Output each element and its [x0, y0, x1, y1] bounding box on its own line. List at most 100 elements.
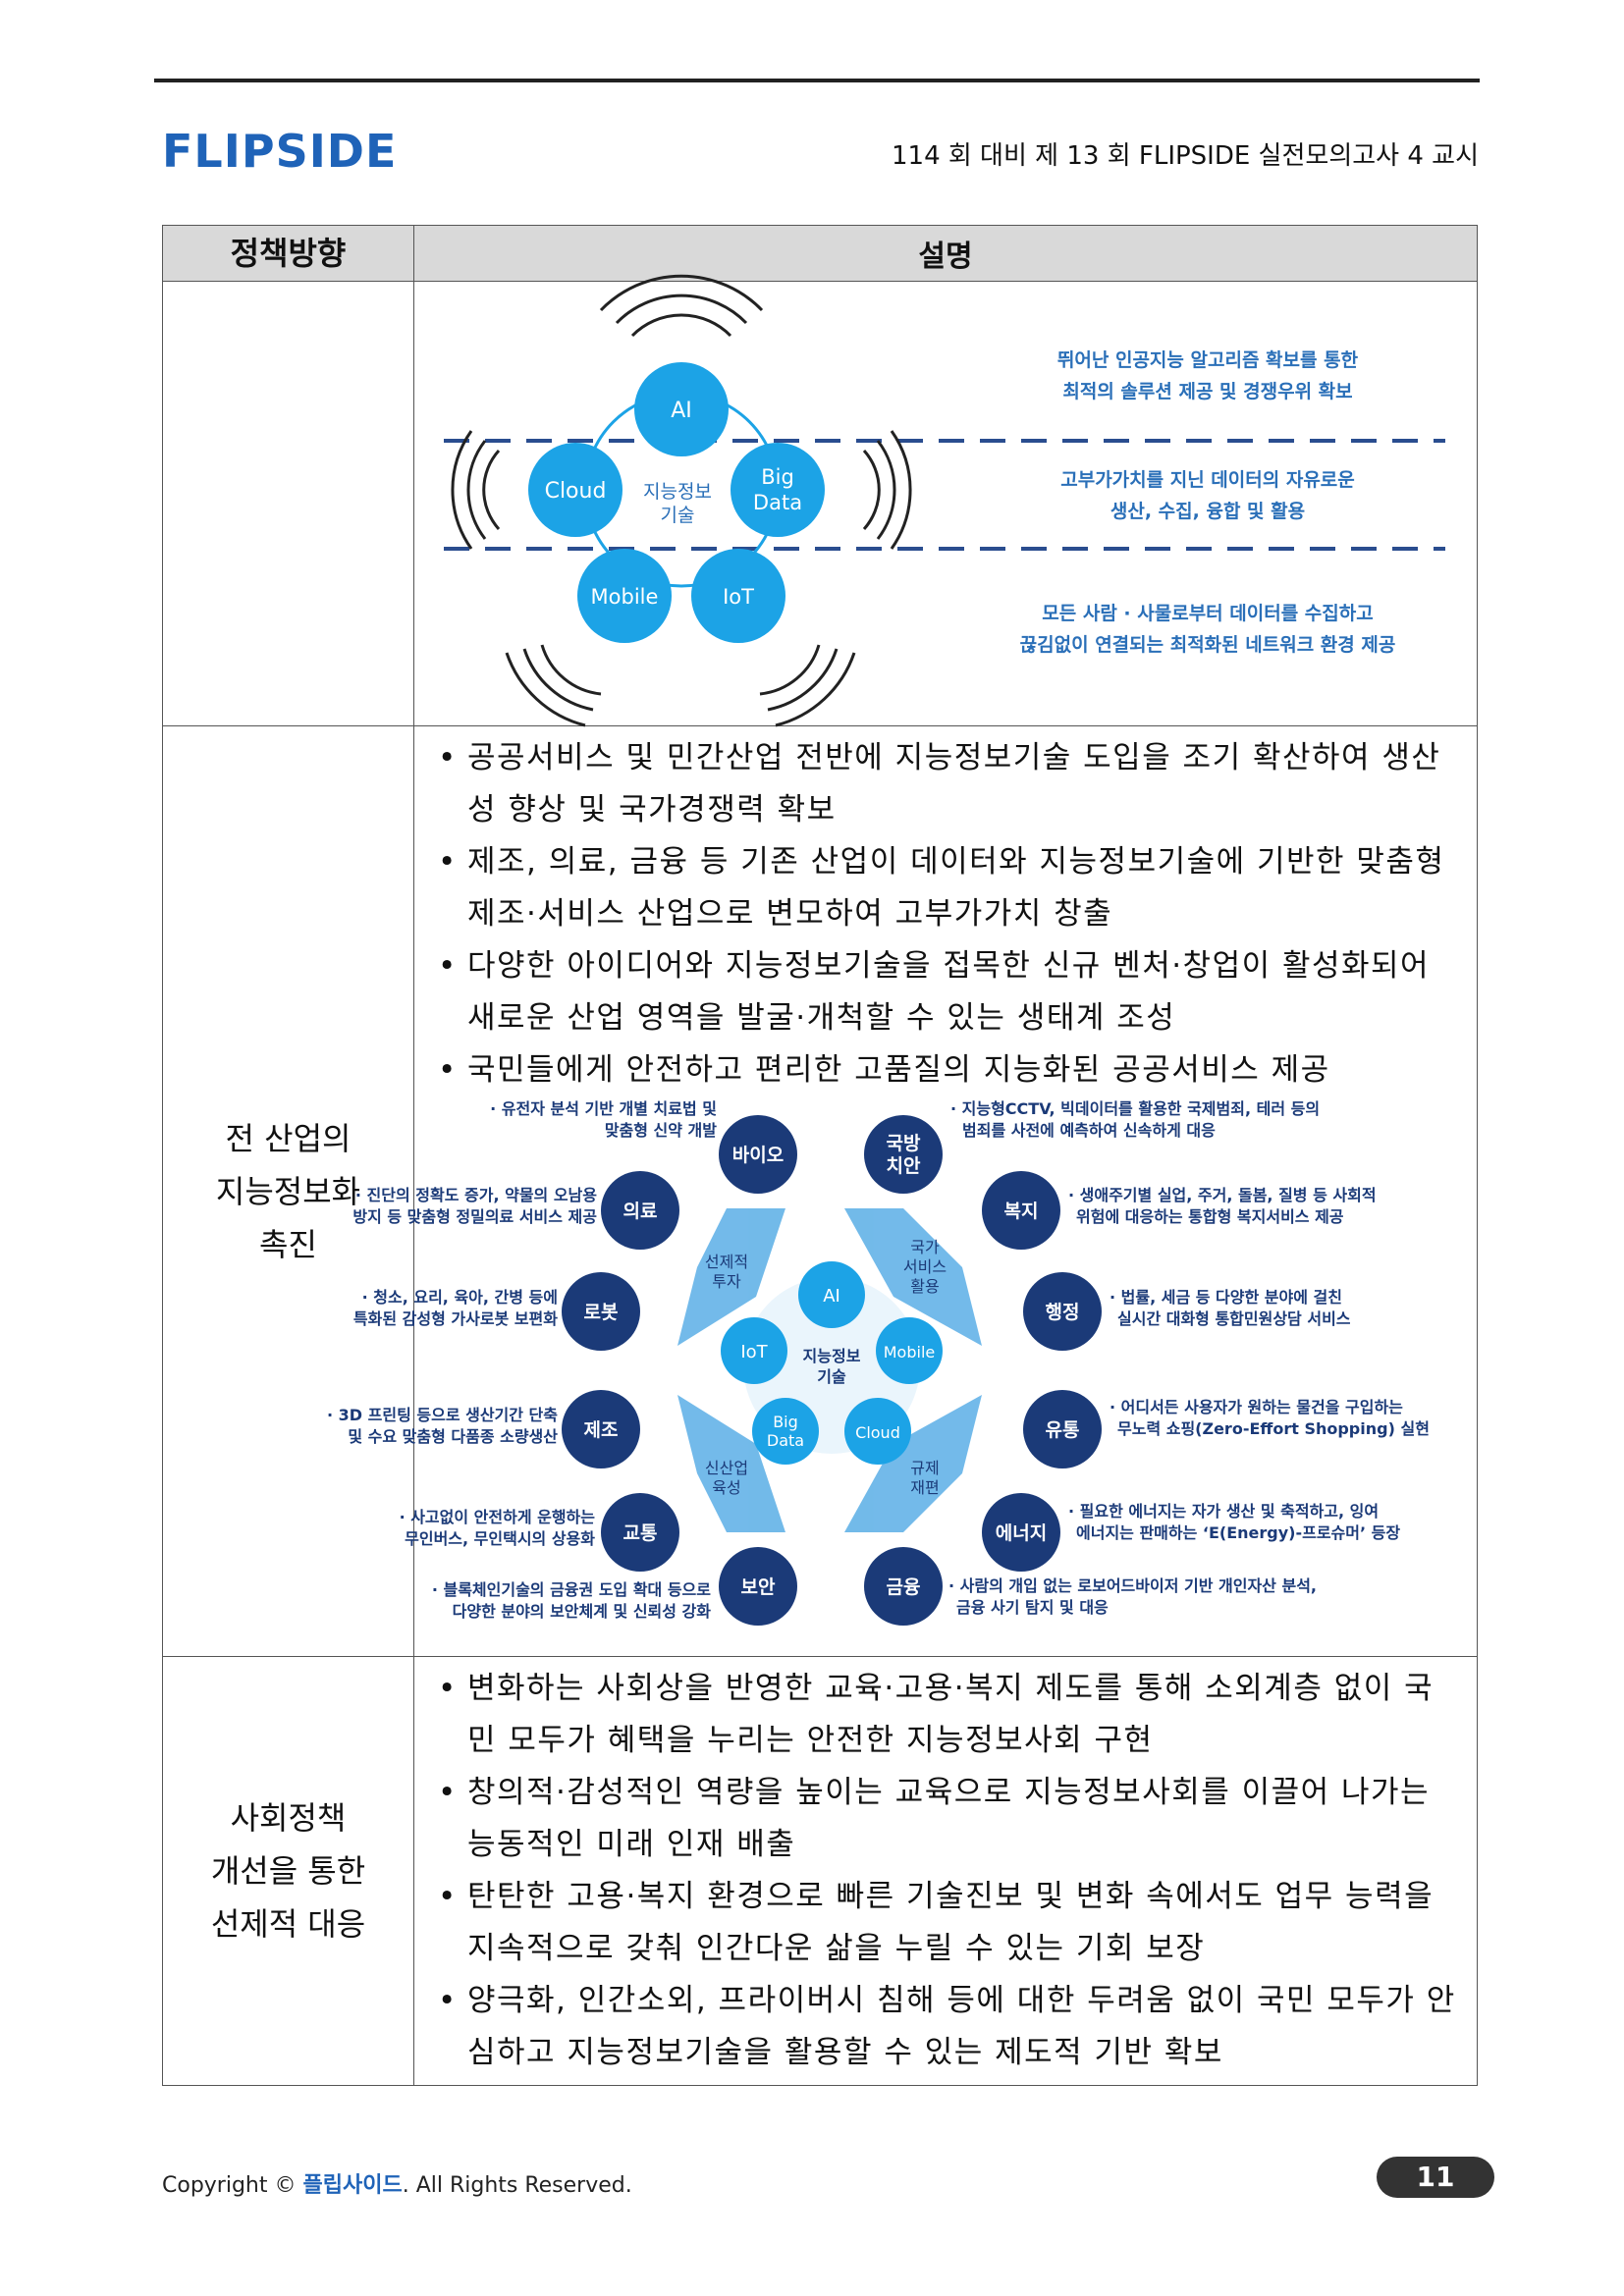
sector-note: 위험에 대응하는 통합형 복지서비스 제공	[1076, 1207, 1344, 1226]
sector-label: 유통	[1046, 1419, 1080, 1441]
arrow-label: 육성	[712, 1478, 740, 1497]
sector-label: 교통	[623, 1522, 658, 1544]
arrow-label: 신산업	[705, 1459, 748, 1477]
header-rule	[154, 79, 1480, 82]
policy-line: 선제적 대응	[210, 1905, 366, 1943]
table-row: AI Cloud Big Data Mobile IoT	[162, 274, 1478, 727]
sector-note: · 법률, 세금 등 다양한 분야에 걸친	[1110, 1288, 1342, 1307]
sector-label: 에너지	[996, 1522, 1047, 1544]
policy-cell: 전 산업의 지능정보화 촉진	[162, 725, 414, 1657]
policy-line: 지능정보화	[215, 1172, 361, 1210]
svg-text:Data: Data	[767, 1431, 804, 1450]
arrow-label: 서비스	[903, 1257, 947, 1276]
sector-note: 맞춤형 신약 개발	[605, 1121, 717, 1140]
bullet-item: 변화하는 사회상을 반영한 교육·고용·복지 제도를 통해 소외계층 없이 국민…	[432, 1663, 1463, 1767]
exam-title: 114 회 대비 제 13 회 FLIPSIDE 실전모의고사 4 교시	[891, 141, 1479, 171]
sector-note: 방지 등 맞춤형 정밀의료 서비스 제공	[352, 1207, 597, 1226]
page-number: 11	[1377, 2157, 1494, 2198]
sector-note: 무노력 쇼핑(Zero-Effort Shopping) 실현	[1117, 1419, 1430, 1438]
sector-note: 다양한 분야의 보안체계 및 신뢰성 강화	[453, 1602, 712, 1621]
sector-note: · 사람의 개입 없는 로보어드바이저 기반 개인자산 분석,	[948, 1576, 1317, 1595]
arrow-label: 활용	[910, 1277, 939, 1296]
arrow-label: 국가	[910, 1238, 940, 1256]
sector-note: 특화된 감성형 가사로봇 보편화	[353, 1309, 558, 1328]
bullet-item: 탄탄한 고용·복지 환경으로 빠른 기술진보 및 변화 속에서도 업무 능력을 …	[432, 1871, 1463, 1975]
sector-note: 금융 사기 탐지 및 대응	[956, 1598, 1109, 1617]
svg-text:기술: 기술	[817, 1367, 846, 1386]
bullet-item: 제조, 의료, 금융 등 기존 산업이 데이터와 지능정보기술에 기반한 맞춤형…	[432, 836, 1463, 940]
sector-label: 행정	[1046, 1302, 1080, 1323]
bullet-item: 양극화, 인간소외, 프라이버시 침해 등에 대한 두려움 없이 국민 모두가 …	[432, 1975, 1463, 2079]
arrow-label: 투자	[712, 1272, 741, 1291]
sector-label: 치안	[887, 1155, 921, 1177]
copyright-prefix: Copyright ©	[162, 2173, 297, 2198]
sector-nodes	[562, 1115, 1102, 1626]
table-row: 사회정책 개선을 통한 선제적 대응 변화하는 사회상을 반영한 교육·고용·복…	[162, 1656, 1478, 2086]
bullet-item: 공공서비스 및 민간산업 전반에 지능정보기술 도입을 조기 확산하여 생산성 …	[432, 732, 1463, 836]
sector-note: · 진단의 정확도 증가, 약물의 오남용	[355, 1186, 597, 1204]
sector-label: 제조	[584, 1419, 619, 1441]
node-ai: AI	[634, 362, 729, 456]
brand-name: 플립사이드	[302, 2173, 403, 2198]
policy-cell: 사회정책 개선을 통한 선제적 대응	[162, 1656, 414, 2086]
sector-label: 의료	[623, 1201, 658, 1222]
caption-line: 최적의 솔루션 제공 및 경쟁우위 확보	[1062, 380, 1352, 402]
caption-line: 모든 사람 · 사물로부터 데이터를 수집하고	[1042, 603, 1373, 624]
policy-line: 전 산업의	[225, 1119, 352, 1157]
sector-note: 범죄를 사전에 예측하여 신속하게 대응	[962, 1121, 1216, 1140]
industry-intelligence-diagram: 선제적 투자 국가 서비스 활용 신산업 육성 규제 재편 AI IoT Mob…	[327, 1099, 1430, 1626]
caption-line: 뛰어난 인공지능 알고리즘 확보를 통한	[1057, 348, 1359, 371]
svg-text:IoT: IoT	[740, 1342, 768, 1362]
sector-note: · 지능형CCTV, 빅데이터를 활용한 국제범죄, 테러 등의	[950, 1099, 1320, 1118]
flipside-logo: FLIPSIDE	[162, 125, 398, 178]
bullet-list: 변화하는 사회상을 반영한 교육·고용·복지 제도를 통해 소외계층 없이 국민…	[432, 1663, 1463, 2079]
sector-note: · 필요한 에너지는 자가 생산 및 축적하고, 잉여	[1068, 1502, 1379, 1521]
arrow-label: 재편	[910, 1478, 939, 1497]
svg-text:AI: AI	[823, 1286, 840, 1307]
bullet-item: 창의적·감성적인 역량을 높이는 교육으로 지능정보사회를 이끌어 나가는 능동…	[432, 1767, 1463, 1871]
node-cloud: Cloud	[528, 443, 623, 537]
sector-note: · 어디서든 사용자가 원하는 물건을 구입하는	[1110, 1398, 1403, 1416]
sector-note: · 유전자 분석 기반 개별 치료법 및	[490, 1099, 717, 1118]
center-label: 기술	[661, 505, 695, 526]
node-iot: IoT	[691, 549, 785, 643]
svg-text:Cloud: Cloud	[545, 479, 607, 504]
intelligence-tech-diagram: AI Cloud Big Data Mobile IoT	[444, 274, 1445, 727]
policy-table: 정책방향 설명	[162, 225, 1478, 2086]
svg-text:Cloud: Cloud	[855, 1423, 900, 1442]
svg-text:Mobile: Mobile	[591, 585, 659, 609]
sector-label: 복지	[1004, 1201, 1039, 1222]
caption-line: 끊김없이 연결되는 최적화된 네트워크 환경 제공	[1020, 634, 1396, 656]
sector-note: · 블록체인기술의 금융권 도입 확대 등으로	[432, 1580, 711, 1599]
sector-label: 금융	[887, 1576, 921, 1598]
svg-text:Mobile: Mobile	[884, 1343, 935, 1362]
svg-text:AI: AI	[671, 399, 692, 423]
sector-note: · 청소, 요리, 육아, 간병 등에	[362, 1288, 558, 1307]
sector-note: 실시간 대화형 통합민원상담 서비스	[1117, 1309, 1351, 1328]
header-description: 설명	[413, 225, 1478, 282]
sector-label: 바이오	[732, 1145, 784, 1166]
description-cell: 변화하는 사회상을 반영한 교육·고용·복지 제도를 통해 소외계층 없이 국민…	[413, 1656, 1478, 2086]
caption-line: 생산, 수집, 융합 및 활용	[1110, 501, 1305, 522]
sector-label: 국방	[887, 1133, 921, 1154]
copyright: Copyright © 플립사이드. All Rights Reserved.	[162, 2167, 632, 2199]
sector-label: 로봇	[584, 1302, 619, 1323]
arrow-label: 선제적	[705, 1253, 748, 1271]
sector-note: · 3D 프린팅 등으로 생산기간 단축	[327, 1406, 558, 1424]
node-big-data: Big Data	[731, 443, 825, 537]
arrow-label: 규제	[910, 1459, 939, 1477]
copyright-suffix: . All Rights Reserved.	[402, 2173, 632, 2198]
table-row: 전 산업의 지능정보화 촉진 공공서비스 및 민간산업 전반에 지능정보기술 도…	[162, 725, 1478, 1657]
description-cell: 공공서비스 및 민간산업 전반에 지능정보기술 도입을 조기 확산하여 생산성 …	[327, 725, 1478, 1657]
diagram-cell: AI Cloud Big Data Mobile IoT	[413, 274, 1478, 727]
bullet-item: 다양한 아이디어와 지능정보기술을 접목한 신규 벤처·창업이 활성화되어 새로…	[432, 940, 1463, 1044]
direction-arrows	[677, 1208, 982, 1532]
center-label: 지능정보	[643, 481, 712, 503]
header-policy: 정책방향	[162, 225, 414, 282]
policy-line: 개선을 통한	[210, 1852, 366, 1890]
caption-line: 고부가가치를 지닌 데이터의 자유로운	[1060, 469, 1355, 491]
bullet-item: 국민들에게 안전하고 편리한 고품질의 지능화된 공공서비스 제공	[432, 1044, 1463, 1096]
policy-line: 촉진	[259, 1225, 317, 1263]
policy-line: 사회정책	[230, 1799, 347, 1837]
